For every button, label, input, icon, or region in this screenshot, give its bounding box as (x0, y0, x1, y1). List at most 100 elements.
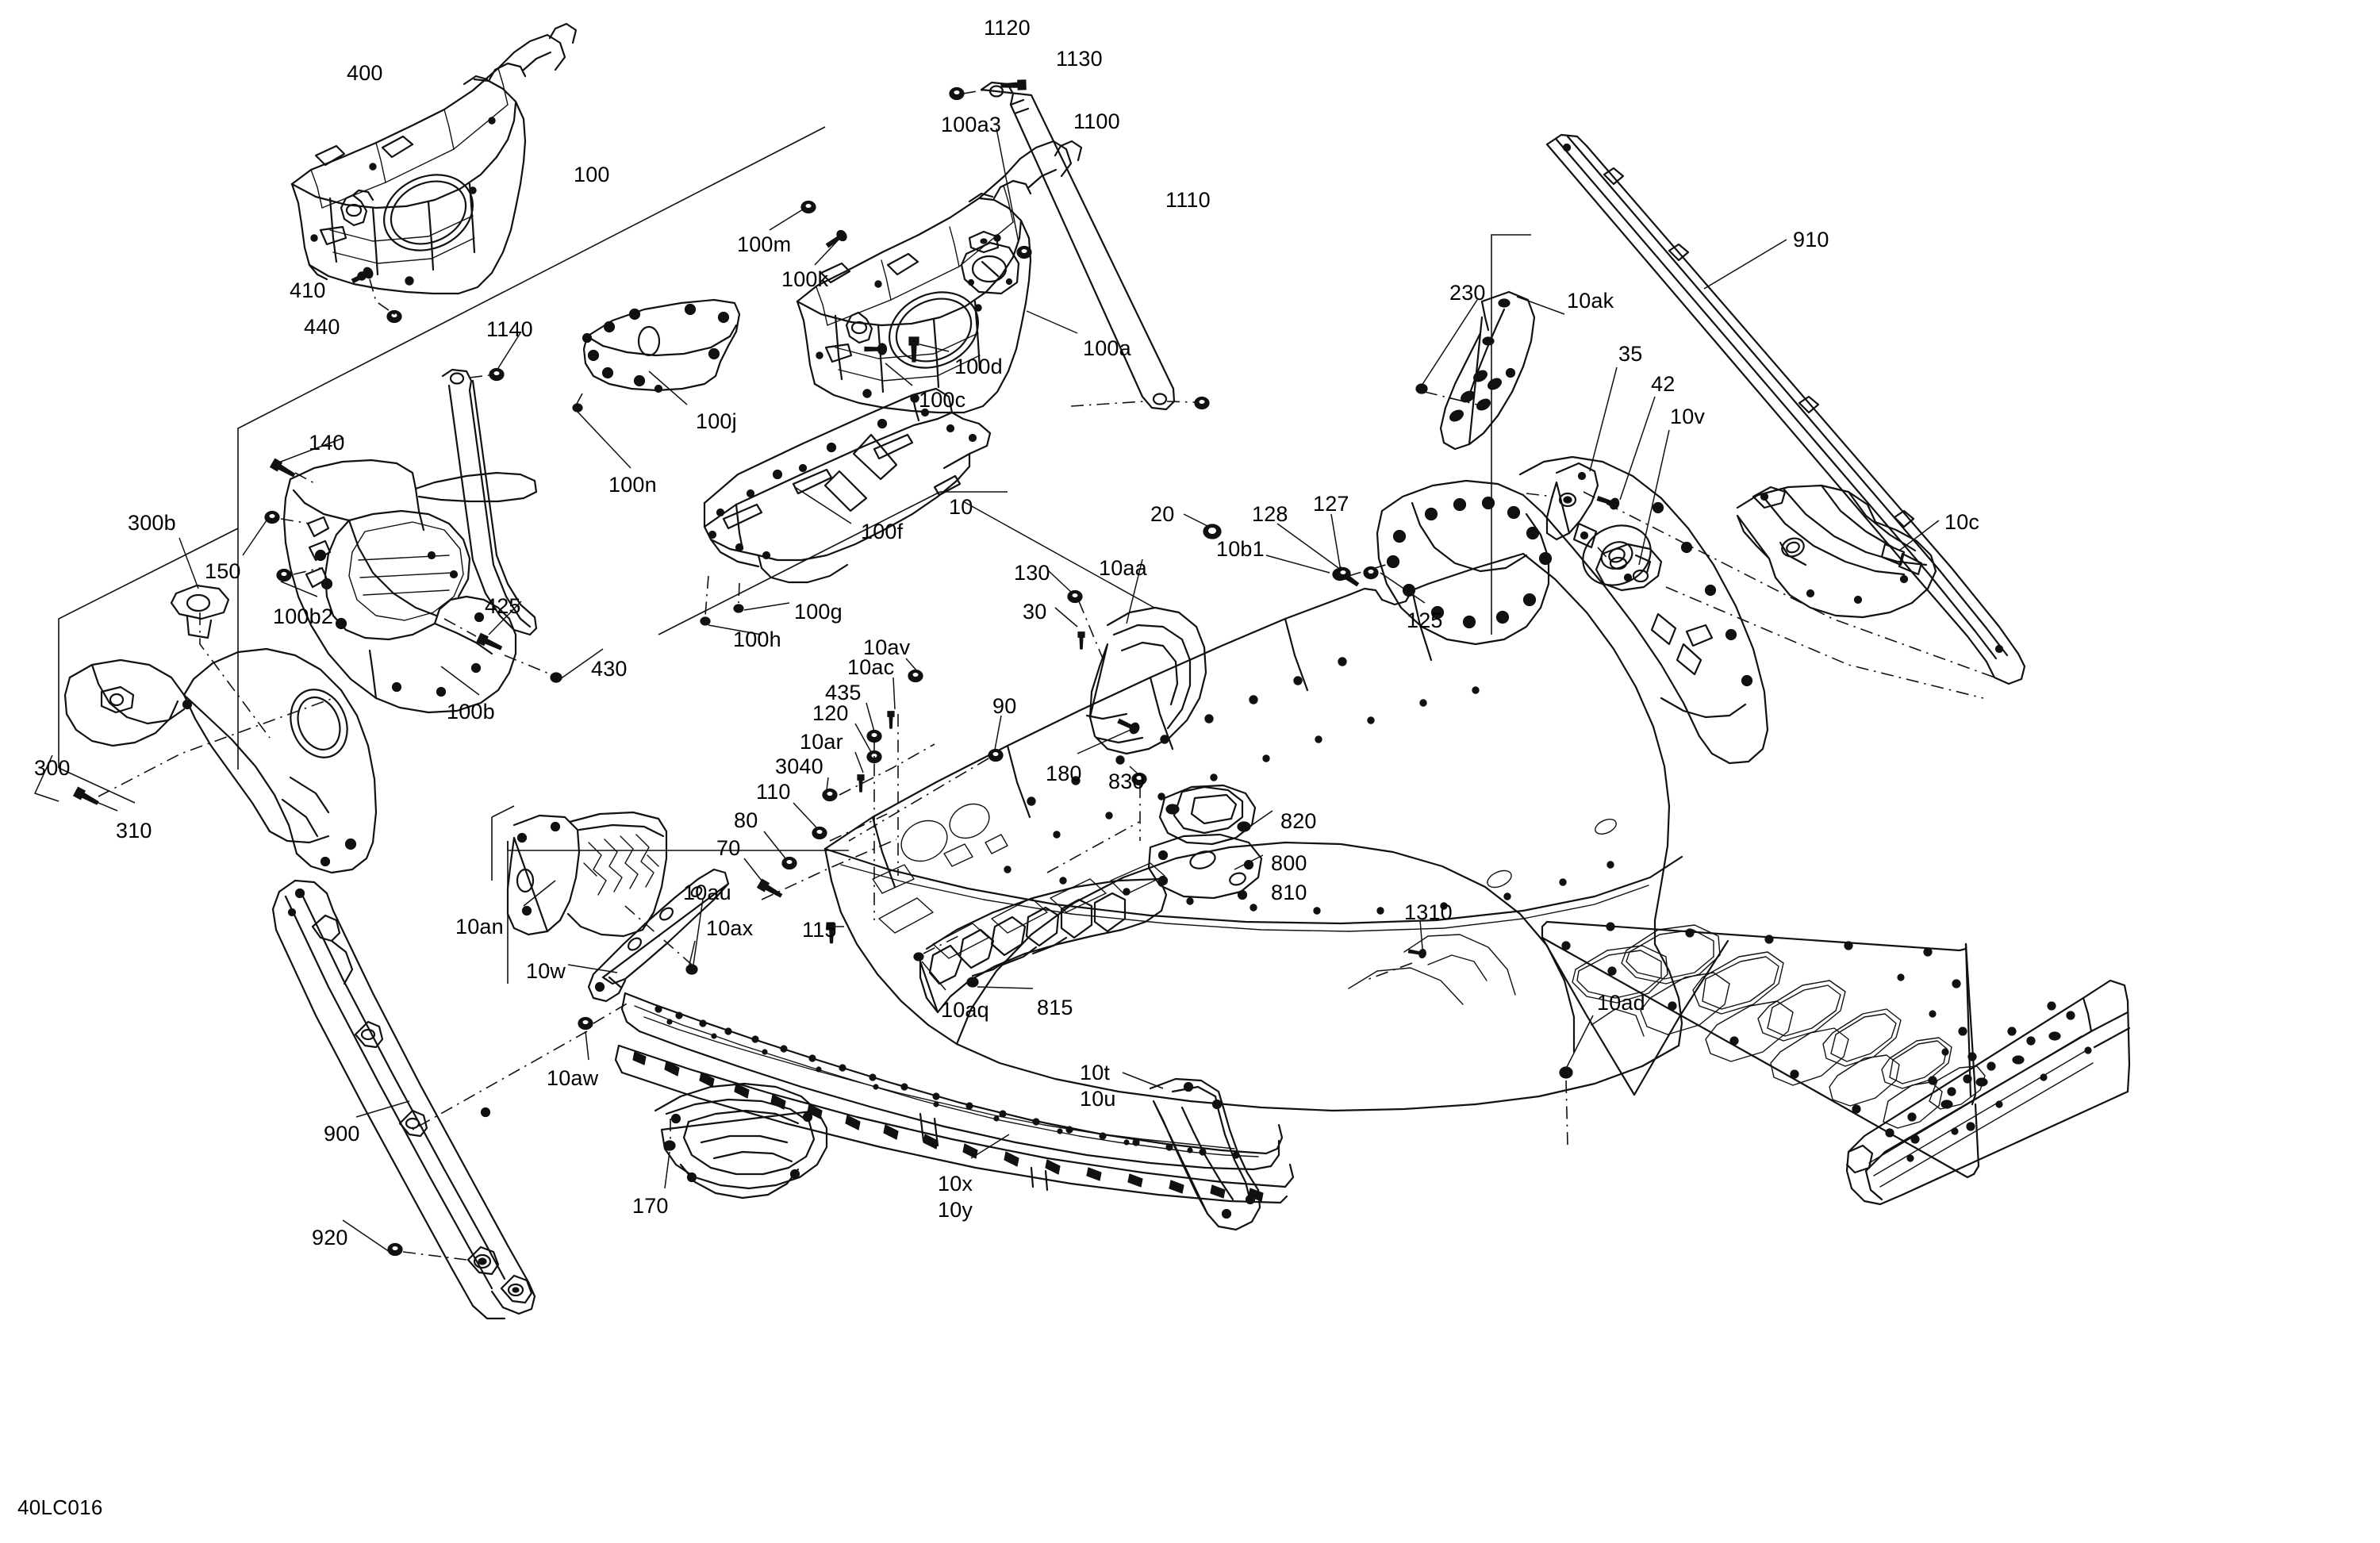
fastener-10ad (1559, 1066, 1573, 1079)
callout-170: 170 (632, 1194, 669, 1218)
leader-128 (1276, 523, 1342, 570)
callout-430: 430 (591, 657, 628, 681)
leader-10ac (892, 677, 896, 710)
leader-100h (708, 624, 762, 635)
part-800-810-bracket (1147, 833, 1263, 900)
leader-70 (743, 858, 762, 881)
part-10-tunnel-detail (840, 657, 1649, 1037)
assembly-axis-10aq (923, 934, 962, 954)
part-10an-grille (506, 811, 668, 938)
callout-425: 425 (485, 594, 521, 618)
assembly-axis-3040 (839, 743, 935, 796)
callout-42: 42 (1651, 372, 1676, 396)
part-10aa-fender (1085, 606, 1207, 755)
callout-140: 140 (309, 431, 345, 455)
callout-100b: 100b (447, 700, 495, 724)
leader-110 (793, 802, 818, 829)
leader-920 (342, 1219, 393, 1254)
fastener-100m (800, 200, 816, 214)
leader-100n (576, 410, 631, 469)
leader-140 (274, 437, 344, 465)
part-10t-10u-bracket (1149, 1077, 1261, 1231)
callout-1310: 1310 (1404, 900, 1453, 924)
callout-830: 830 (1108, 770, 1145, 793)
assembly-axis-230 (1424, 391, 1484, 407)
fastener-10ac (887, 711, 895, 729)
fastener-430 (550, 672, 562, 683)
fastener-100g (733, 604, 744, 613)
fastener-10av (908, 669, 923, 683)
leader-100b2 (280, 581, 318, 597)
fastener-440 (386, 309, 402, 324)
leader-910 (1703, 239, 1787, 290)
part-100b-frame (282, 459, 538, 714)
fastener-1140-nut (489, 367, 505, 382)
part-910-rail (1545, 133, 2026, 685)
callout-10aa: 10aa (1099, 556, 1147, 580)
leader-150 (242, 520, 267, 556)
leader-10au (693, 898, 704, 965)
callout-810: 810 (1271, 881, 1307, 904)
leader-1140 (497, 331, 522, 369)
callout-110: 110 (756, 780, 791, 804)
fastener-425 (476, 632, 504, 654)
callout-100k: 100k (781, 267, 829, 291)
leader-900 (355, 1100, 410, 1118)
leader-120 (854, 723, 872, 753)
assembly-axis-130 (1078, 601, 1104, 659)
callout-1140: 1140 (486, 317, 533, 341)
assembly-axis-1140 (469, 374, 490, 378)
callout-10x: 10x (938, 1172, 973, 1196)
part-300b-mount (170, 584, 230, 639)
assembly-axis-10w (624, 905, 693, 965)
callout-125: 125 (1407, 608, 1443, 632)
leader-42 (1619, 396, 1656, 501)
fastener-110 (812, 826, 827, 840)
part-100a3-cap (960, 230, 1020, 295)
fastener-310 (73, 786, 101, 808)
leader-10 (962, 501, 1155, 608)
leader-230 (1421, 299, 1478, 386)
callout-10au: 10au (683, 881, 731, 904)
callout-100d: 100d (954, 355, 1003, 378)
part-10-tunnel (823, 552, 1683, 1112)
callout-10v: 10v (1670, 405, 1706, 428)
fastener-230 (1415, 383, 1428, 394)
callout-127: 127 (1313, 492, 1349, 516)
part-100-bulkhead (796, 140, 1083, 414)
callout-300: 300 (34, 756, 71, 780)
assembly-axis-310 (98, 697, 334, 797)
callout-10b1: 10b1 (1216, 537, 1265, 561)
callout-20: 20 (1150, 502, 1175, 526)
callout-100j: 100j (696, 409, 737, 433)
leader-435 (866, 702, 875, 732)
assembly-axis-90 (848, 758, 989, 842)
part-10ak-bracket (1439, 290, 1536, 451)
callout-10ak: 10ak (1567, 289, 1614, 313)
assembly-axis-10aw (593, 1002, 629, 1024)
callout-10ar: 10ar (800, 730, 843, 754)
leader-800 (1234, 854, 1264, 870)
assembly-axis-110 (829, 813, 888, 842)
callout-30: 30 (1023, 600, 1047, 624)
callout-1120: 1120 (984, 16, 1031, 40)
callout-400: 400 (347, 61, 383, 85)
leader-3040 (826, 777, 829, 791)
assembly-axis-830b (1046, 821, 1140, 873)
fastener-100a3-nut (1016, 245, 1032, 259)
part-right-rail (1845, 979, 2131, 1206)
leader-10b1 (1265, 555, 1330, 574)
fastener-100h (700, 616, 711, 626)
callout-130: 130 (1014, 561, 1050, 585)
part-170-bracket (654, 1082, 828, 1199)
leader-820 (1251, 810, 1273, 826)
callout-10w: 10w (526, 959, 566, 983)
assembly-axis-410 (369, 278, 397, 317)
leader-10an (523, 880, 556, 907)
fastener-10ax (685, 964, 698, 975)
fastener-127 (1363, 566, 1379, 580)
fastener-180 (1115, 715, 1142, 736)
part-10-heat-exchanger-grid (919, 877, 1168, 1014)
callout-815: 815 (1037, 996, 1073, 1019)
leader-815 (977, 986, 1034, 989)
